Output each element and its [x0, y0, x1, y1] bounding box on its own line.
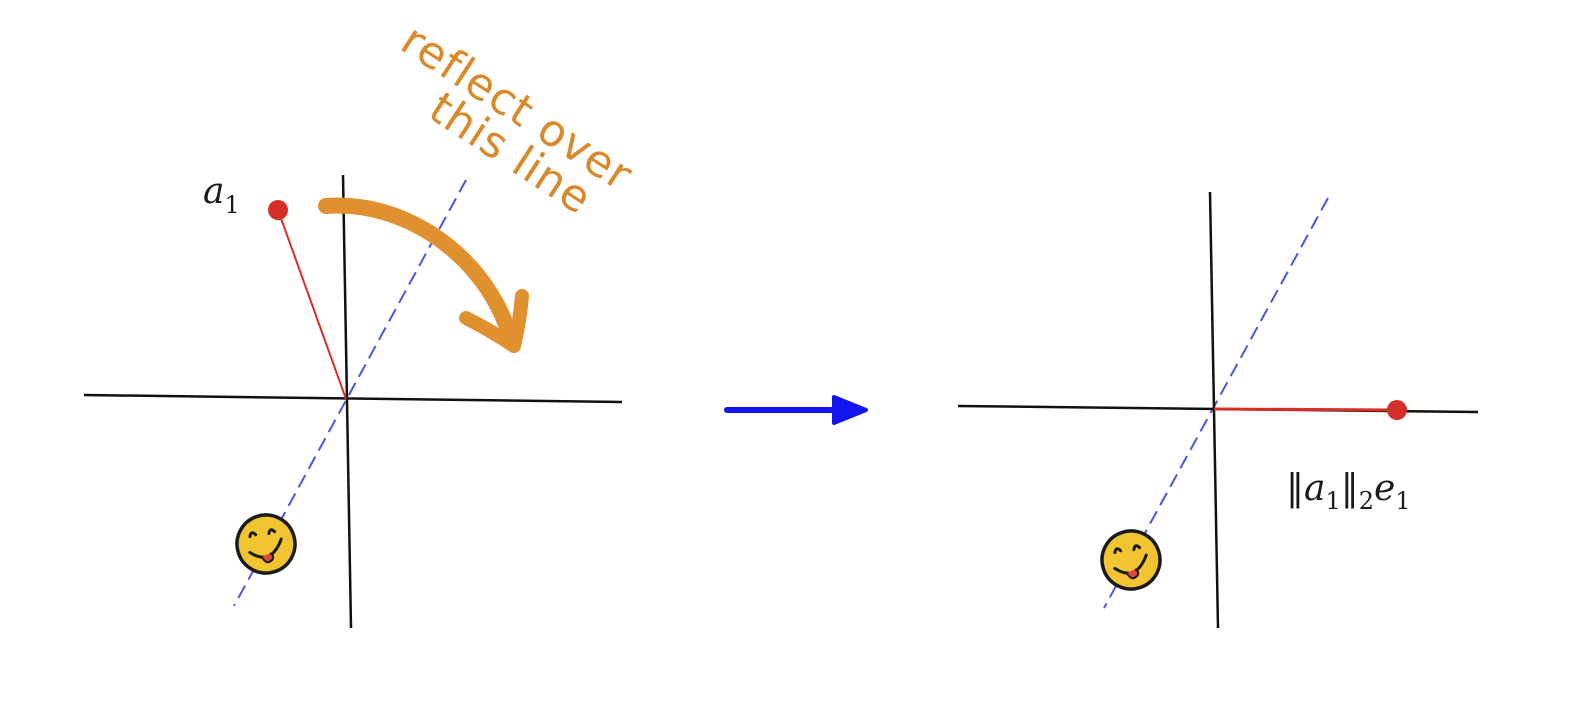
right-panel: ‖a1‖2e1	[957, 191, 1479, 629]
left-panel: a1 reflect over this line	[83, 14, 642, 629]
right-vector	[1213, 407, 1397, 412]
curved-arrow-icon	[318, 197, 529, 353]
left-vector	[277, 209, 347, 400]
right-arrow-icon	[724, 395, 868, 425]
left-vector-endpoint	[268, 200, 288, 220]
smiley-face-icon	[227, 505, 305, 583]
smiley-face-icon	[1092, 521, 1170, 599]
right-vector-endpoint	[1387, 400, 1407, 420]
left-x-axis	[83, 393, 623, 404]
vector-label-a1: a1	[203, 171, 240, 219]
result-label: ‖a1‖2e1	[1286, 468, 1411, 515]
left-y-axis	[341, 174, 353, 629]
